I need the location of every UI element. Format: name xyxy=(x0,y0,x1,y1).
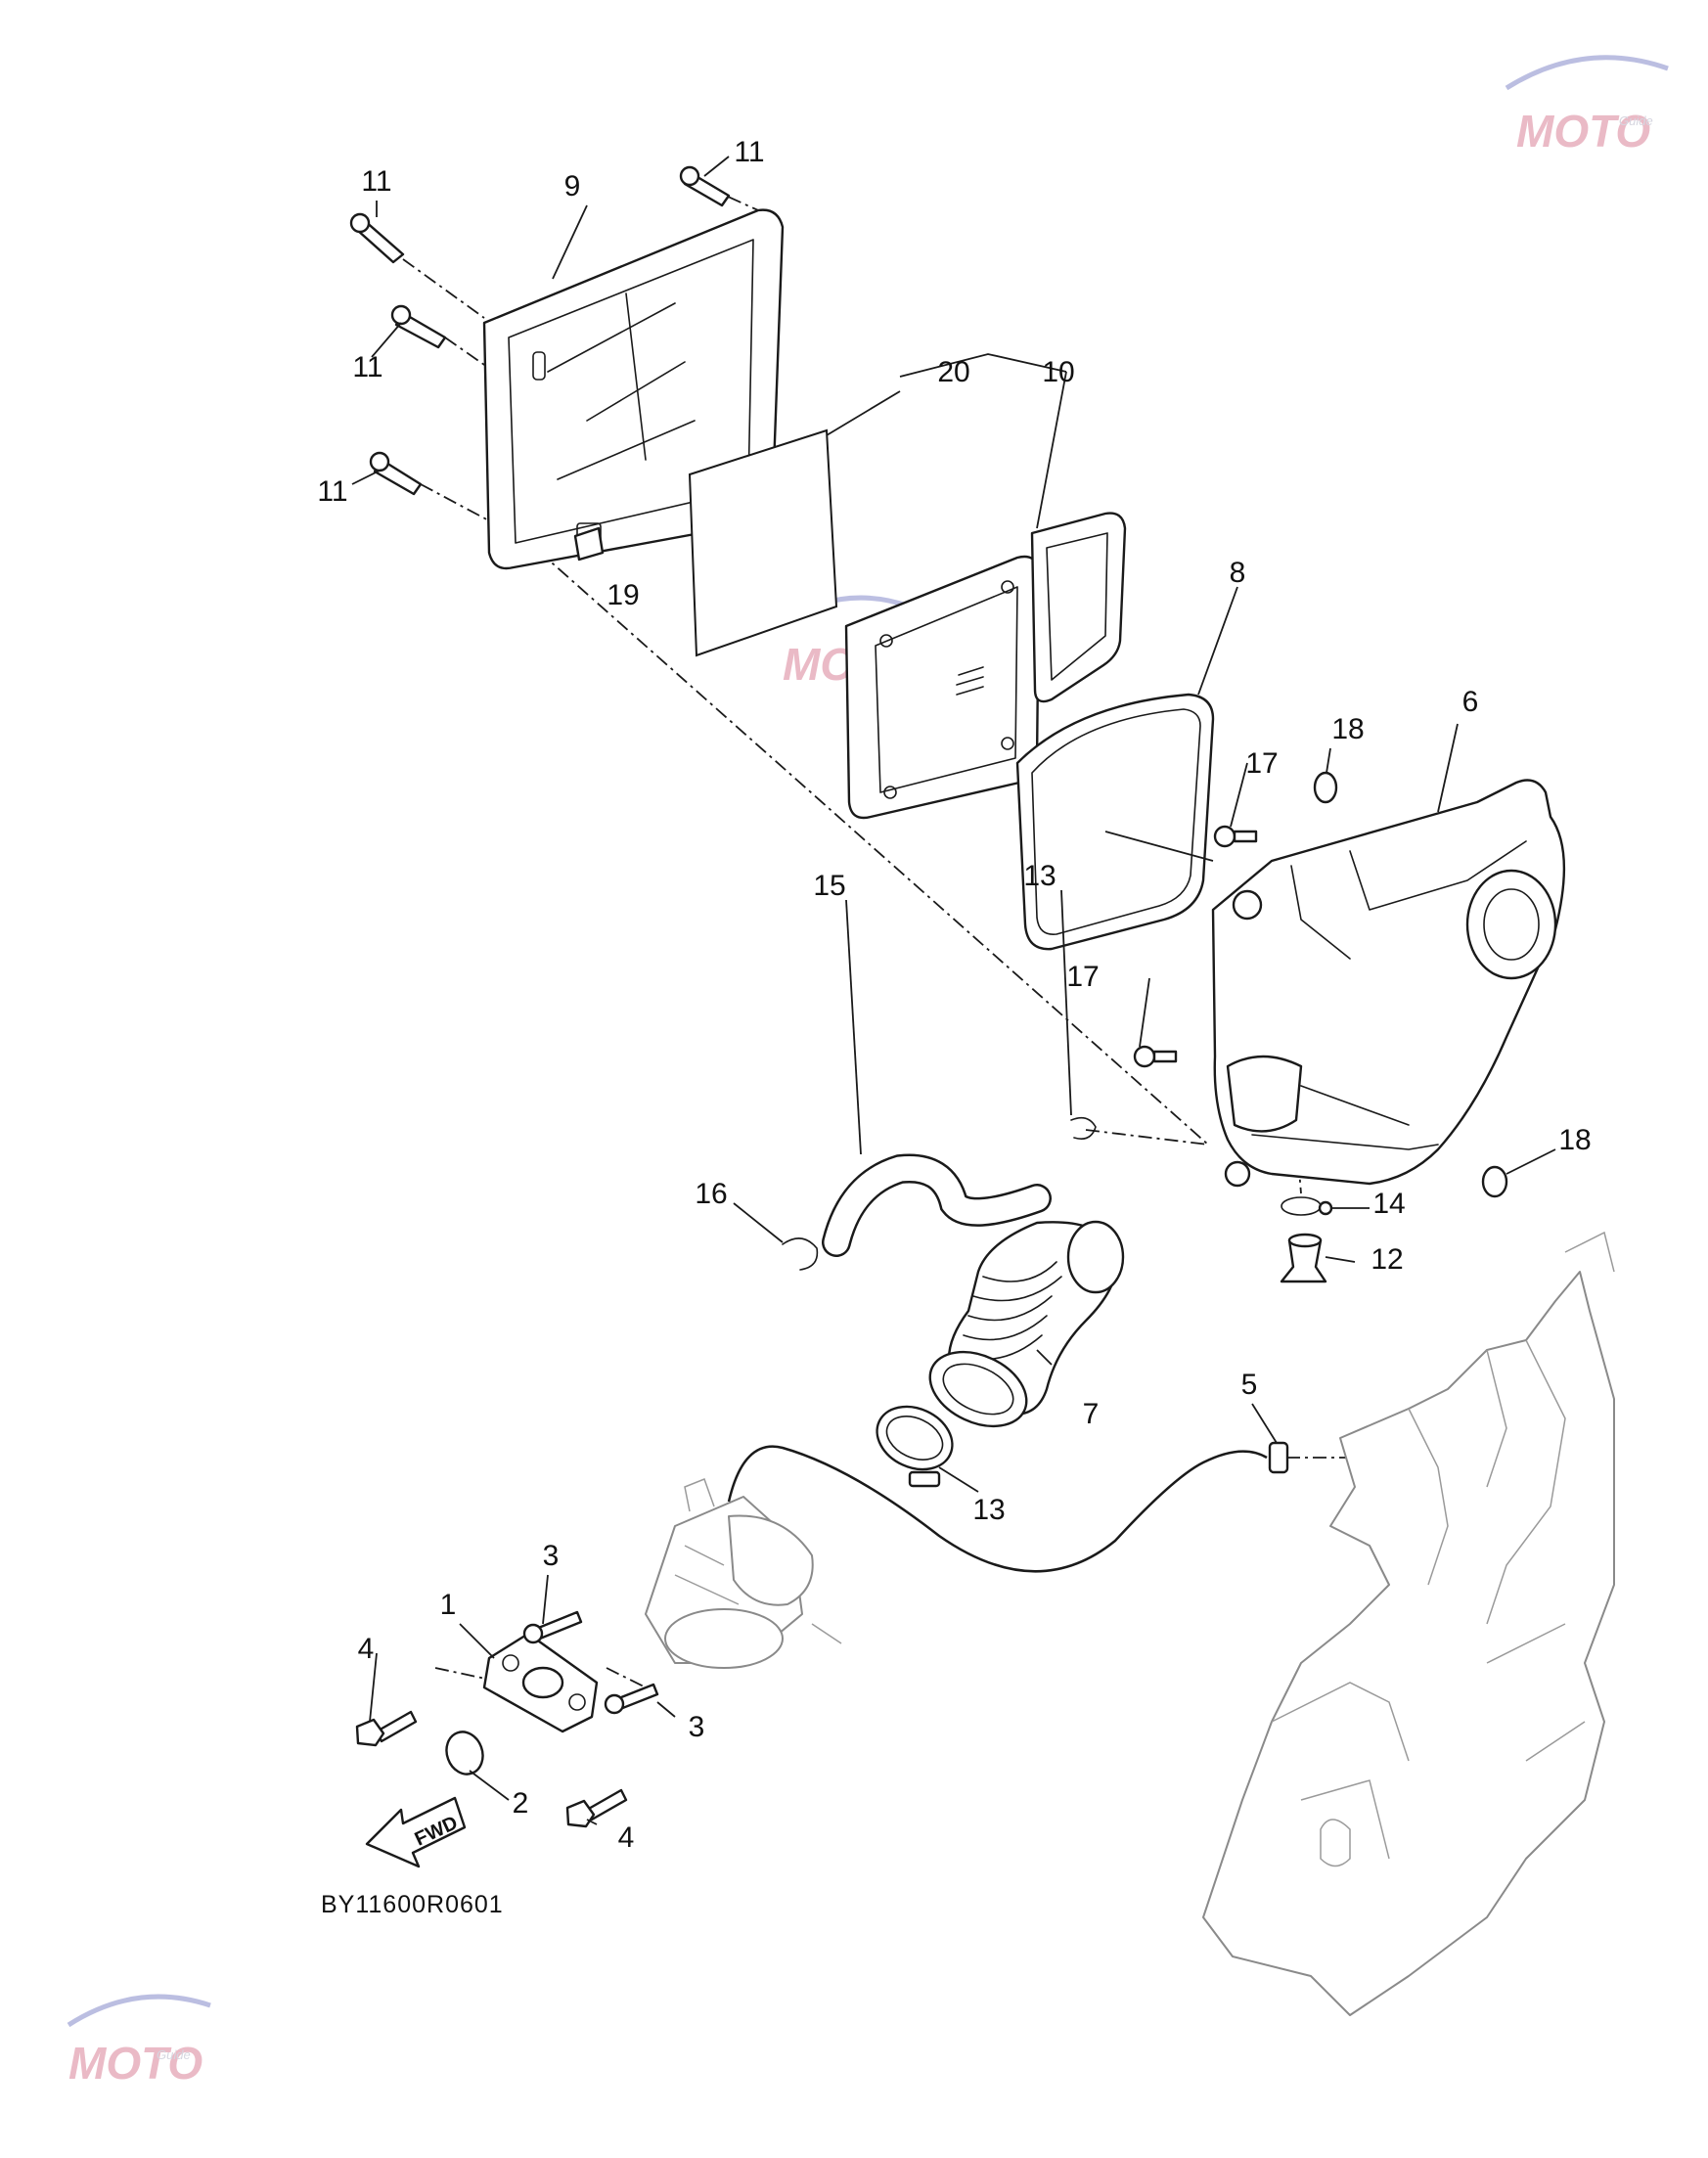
callout-4-b: 4 xyxy=(618,1821,635,1854)
bolt-17-b xyxy=(1133,1045,1178,1068)
callout-11-d: 11 xyxy=(317,475,347,508)
clamp-15 xyxy=(782,1237,819,1271)
callout-19: 19 xyxy=(607,579,639,611)
callout-11-b: 11 xyxy=(734,136,764,168)
screw-11-c xyxy=(390,304,447,349)
hose-14 xyxy=(822,1153,1052,1257)
bolt-17-a xyxy=(1213,825,1258,848)
carburetor-joint-1 xyxy=(482,1632,599,1733)
collar-18-b xyxy=(1481,1165,1508,1198)
callout-8: 10 xyxy=(1042,356,1074,388)
callout-11-c: 11 xyxy=(352,351,382,383)
bolt-3-a xyxy=(522,1610,583,1644)
callout-1: 1 xyxy=(440,1589,457,1621)
screw-11-d xyxy=(369,451,423,496)
sponge-element-20 xyxy=(688,428,838,657)
screw-11-a xyxy=(349,212,405,264)
leader-lines xyxy=(351,156,1556,1825)
element-assembly-8 xyxy=(844,512,1127,820)
bolt-3-b xyxy=(604,1683,659,1715)
gasket-10 xyxy=(1015,693,1215,951)
callout-15: 16 xyxy=(695,1178,727,1210)
callouts: 11 11 11 11 9 20 10 19 8 18 6 17 17 13 1… xyxy=(317,136,1591,1854)
watermark-top: MOTO Guide xyxy=(1505,55,1669,157)
o-ring-2 xyxy=(445,1731,484,1776)
callout-4-a: 4 xyxy=(358,1633,375,1665)
svg-text:MOTO: MOTO xyxy=(1516,106,1650,157)
clamp-13-b xyxy=(1281,1196,1333,1216)
screw-11-b xyxy=(679,165,731,207)
callout-18-b: 18 xyxy=(1558,1124,1591,1156)
carburetor xyxy=(645,1478,842,1669)
clamp-13-a xyxy=(1070,1116,1097,1140)
svg-text:MOTO: MOTO xyxy=(68,2038,202,2089)
callout-5: 5 xyxy=(1241,1369,1258,1401)
callout-20: 20 xyxy=(937,356,969,388)
watermark-bottom: MOTO Guide xyxy=(67,1994,211,2089)
cable-clip-5 xyxy=(1268,1441,1289,1474)
hose-clamp-16 xyxy=(876,1405,954,1488)
diagram-code: BY11600R0601 xyxy=(321,1891,504,1918)
collar-18-a xyxy=(1313,771,1338,804)
callout-2: 2 xyxy=(513,1787,529,1820)
bolt-4-a xyxy=(355,1710,418,1747)
callout-17-a: 17 xyxy=(1245,747,1278,780)
callout-6: 6 xyxy=(1462,686,1479,718)
svg-text:Guide: Guide xyxy=(157,2047,191,2062)
callout-17-b: 17 xyxy=(1066,961,1099,993)
callout-13-b: 14 xyxy=(1372,1188,1405,1220)
callout-12: 12 xyxy=(1371,1243,1403,1276)
throttle-cable xyxy=(727,1445,1268,1573)
callout-16: 13 xyxy=(972,1494,1005,1526)
frame-body xyxy=(1202,1231,1615,2016)
air-cleaner-joint-9 xyxy=(928,1220,1125,1428)
callout-7: 9 xyxy=(564,170,581,202)
drain-plug-12 xyxy=(1280,1233,1327,1283)
callout-13-a: 13 xyxy=(1023,860,1056,892)
svg-text:Guide: Guide xyxy=(1619,113,1653,128)
callout-3-b: 3 xyxy=(689,1711,705,1743)
callout-11-a: 11 xyxy=(361,165,391,198)
callout-3-a: 3 xyxy=(543,1540,560,1572)
fwd-arrow: FWD xyxy=(365,1796,467,1868)
callout-9: 7 xyxy=(1083,1398,1100,1430)
callout-18-a: 18 xyxy=(1331,713,1364,745)
callout-14: 15 xyxy=(813,870,845,902)
callout-10: 8 xyxy=(1230,557,1246,589)
clip-19 xyxy=(573,526,605,562)
air-filter-case-6 xyxy=(1211,779,1566,1188)
